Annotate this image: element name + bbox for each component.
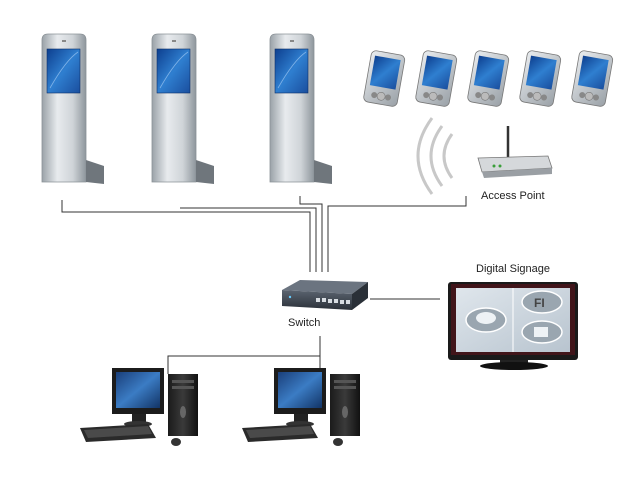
digital-signage-label: Digital Signage	[476, 263, 550, 275]
network-switch	[282, 280, 368, 310]
kiosk-1	[41, 33, 104, 184]
pda-2	[415, 50, 458, 107]
pda-5	[571, 50, 614, 107]
signage-tile-fi: FI	[534, 296, 545, 310]
switch-label: Switch	[288, 317, 321, 329]
access-point-label: Access Point	[481, 190, 545, 202]
pda-3	[467, 50, 510, 107]
pda-1	[363, 50, 406, 107]
kiosk-3	[269, 33, 332, 184]
connection-lines	[61, 196, 467, 374]
kiosk-2	[151, 33, 214, 184]
wifi-waves-icon	[416, 117, 454, 195]
desktop-computer-1	[80, 368, 198, 446]
digital-signage-tv: FI	[448, 282, 578, 370]
desktop-computer-2	[242, 368, 360, 446]
pda-4	[519, 50, 562, 107]
access-point-router	[477, 126, 553, 178]
